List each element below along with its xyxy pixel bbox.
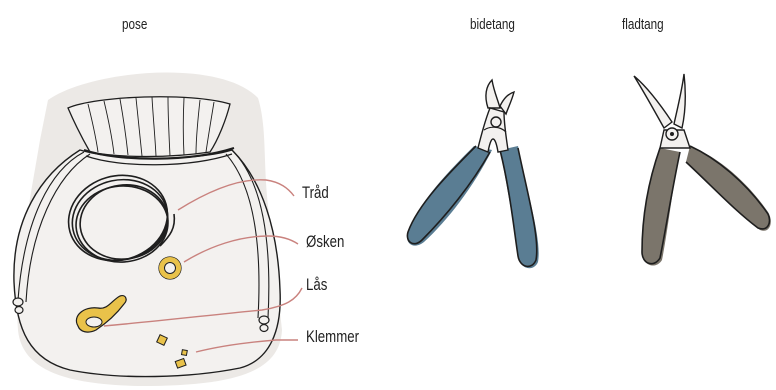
heading-fladtang: fladtang [622, 16, 664, 33]
side-cutter-pliers-icon [407, 80, 539, 268]
heading-bidetang: bidetang [470, 16, 515, 33]
fladtang-handle-left [642, 148, 680, 266]
bidetang-handle-left [407, 146, 492, 246]
callout-label-klemmer: Klemmer [306, 327, 359, 347]
callout-label-laas: Lås [306, 275, 327, 295]
flat-nose-pliers-icon [634, 74, 771, 266]
bidetang-handle-right [500, 146, 539, 268]
bag-ruffle [68, 97, 230, 157]
callout-label-osken: Øsken [306, 232, 344, 252]
bag-body [14, 150, 280, 377]
fladtang-handle-right [686, 146, 771, 231]
heading-pose: pose [122, 16, 147, 33]
drawstring-pouch-icon [13, 72, 282, 386]
callout-label-traad: Tråd [302, 183, 329, 203]
